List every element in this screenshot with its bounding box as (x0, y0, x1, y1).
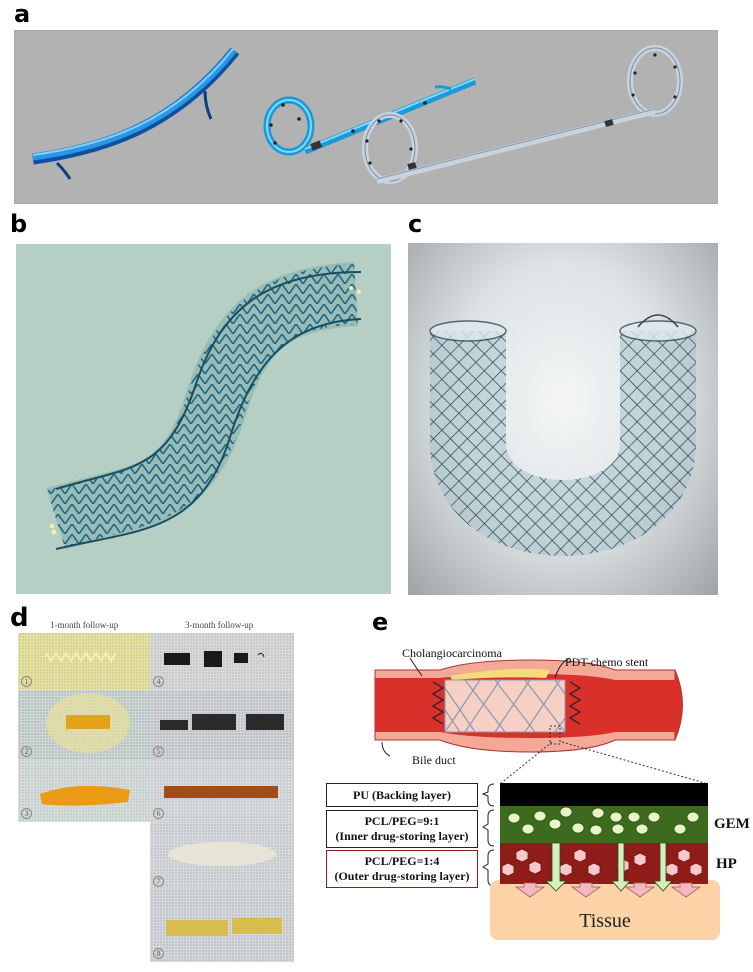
panel-label-e: e (372, 608, 389, 636)
black-coil-stent-photo (160, 714, 284, 730)
pdt-chemo-stent-label: PDT-chemo stent (565, 655, 649, 669)
photo-number: 3 (21, 808, 32, 819)
hp-release-arrows (514, 882, 702, 898)
photo-number: 6 (153, 808, 164, 819)
s-curved-metal-stent-illustration (46, 262, 362, 550)
layer-label-outer-ratio: PCL/PEG=1:4 (364, 854, 440, 868)
panel-label-d: d (10, 603, 29, 633)
panel-label-c: c (408, 210, 423, 238)
yellow-stent-photo (45, 651, 117, 663)
panel-label-b: b (10, 210, 28, 238)
plastic-stents-illustration (32, 45, 683, 184)
layer-label-pu-text: PU (Backing layer) (353, 787, 451, 802)
panel-b-metal-stent-s (16, 244, 391, 594)
layer-label-inner: PCL/PEG=9:1 (Inner drug-storing layer) (326, 810, 478, 848)
straight-plastic-stent (32, 47, 240, 180)
double-pigtail-stent (362, 45, 683, 184)
white-stent-fragments-photo (168, 842, 276, 866)
layer-label-inner-ratio: PCL/PEG=9:1 (364, 814, 440, 828)
column-header-1-month: 1-month follow-up (50, 620, 119, 630)
bile-duct-label: Bile duct (412, 753, 456, 767)
photo-number: 7 (153, 876, 164, 887)
panel-c-metal-stent-u (408, 243, 718, 595)
cholangiocarcinoma-label: Cholangiocarcinoma (402, 646, 502, 660)
photo-number: 1 (21, 676, 32, 687)
panel-a-plastic-stents (14, 30, 718, 204)
photo-cell: 5 (150, 690, 294, 760)
photo-cell: 1 (18, 633, 150, 690)
layer-label-outer: PCL/PEG=1:4 (Outer drug-storing layer) (326, 850, 478, 888)
photo-cell: 2 (18, 690, 150, 760)
photo-cell: 4 (150, 633, 294, 690)
bile-duct-stent-illustration (374, 657, 683, 757)
tissue-label: Tissue (579, 910, 631, 932)
layer-braces (481, 783, 495, 887)
gold-stent-segments-photo (166, 918, 282, 936)
column-header-3-month: 3-month follow-up (185, 620, 254, 630)
layer-label-pu: PU (Backing layer) (326, 783, 478, 807)
photo-cell: 6 (150, 760, 294, 822)
black-stent-fragments-photo (164, 651, 265, 667)
layer-label-outer-desc: (Outer drug-storing layer) (334, 869, 470, 883)
photo-number: 8 (153, 948, 164, 959)
drug-release-layers (500, 783, 708, 898)
hp-label: HP (716, 856, 737, 872)
panel-label-a: a (14, 0, 31, 28)
layer-label-inner-desc: (Inner drug-storing layer) (335, 829, 469, 843)
photo-number: 2 (21, 746, 32, 757)
brown-stent-fragments-photo (164, 786, 278, 798)
photo-number: 5 (153, 746, 164, 757)
gem-release-arrows (545, 842, 673, 892)
gem-drug-particles (507, 806, 700, 836)
pigtail-stent (263, 77, 477, 156)
u-shaped-braided-stent-illustration (429, 314, 697, 556)
yellow-stent-photo (46, 693, 130, 753)
zoom-guide-lines (499, 741, 709, 785)
photo-cell: 3 (18, 760, 150, 822)
photo-number: 4 (153, 676, 164, 687)
gem-label: GEM (714, 816, 750, 832)
photo-cell: 7 (150, 822, 294, 890)
photo-cell: 8 (150, 890, 294, 962)
orange-stent-fragments-photo (40, 785, 130, 806)
